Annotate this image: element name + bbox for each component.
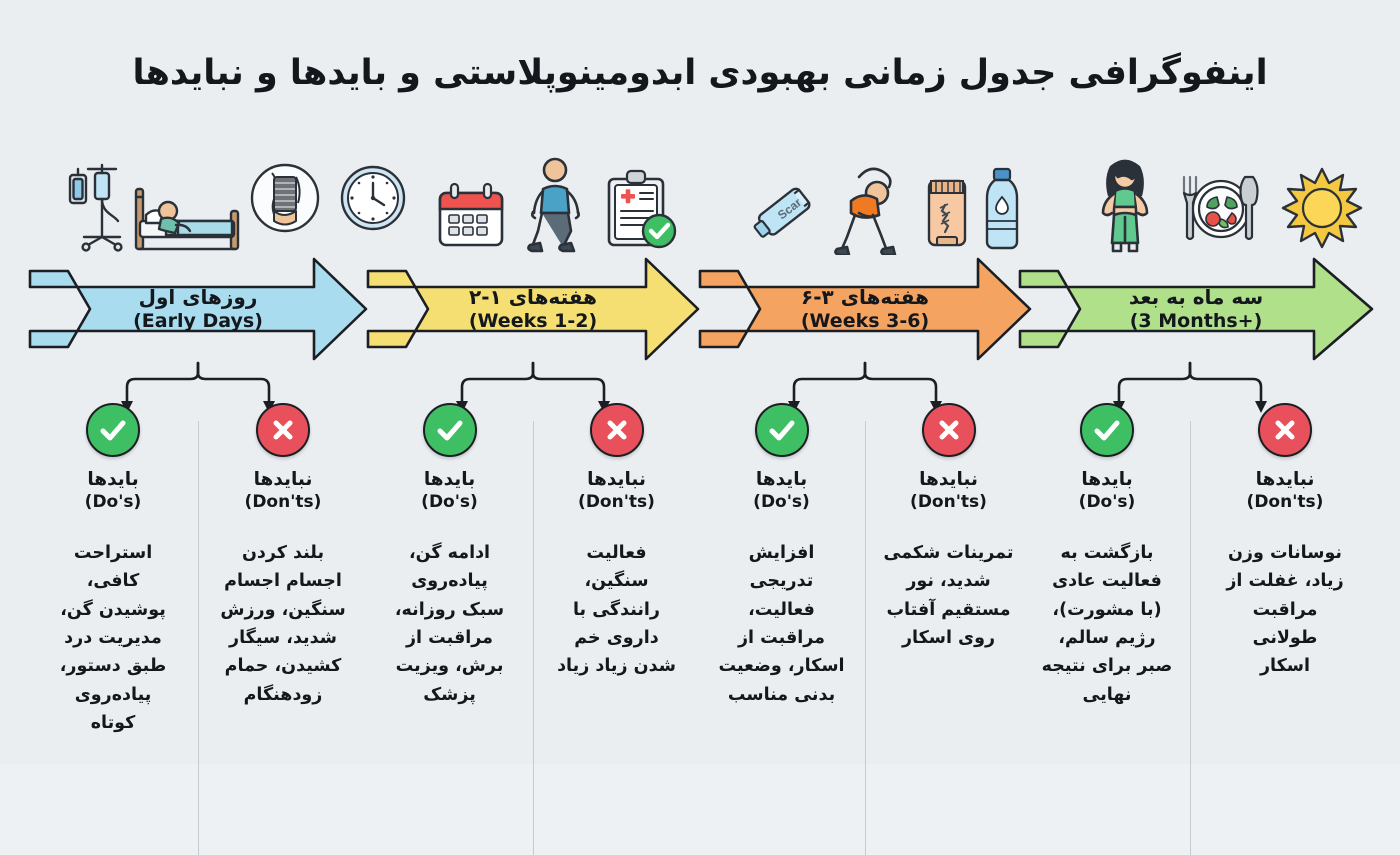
iv-drip-icon — [68, 163, 123, 252]
stage-arrow-weeks-1-2[interactable]: هفته‌های ۱-۲ (Weeks 1-2) — [366, 255, 700, 363]
donts-block-weeks-3-6: نبایدها (Don'ts) تمرینات شکمی شدید، نور … — [865, 403, 1032, 709]
donts-block-weeks-1-2: نبایدها (Don'ts) فعالیت سنگین، رانندگی ب… — [533, 403, 700, 709]
column-divider — [865, 421, 866, 855]
dos-block-weeks-1-2: بایدها (Do's) ادامه گن، پیاده‌روی سبک رو… — [366, 403, 533, 709]
check-badge-icon — [422, 403, 477, 457]
compression-garment-icon — [250, 163, 320, 233]
donts-block-early-days: نبایدها (Don'ts) بلند کردن اجسام اجسام س… — [198, 403, 368, 737]
stage-column-three-months-plus: سه ماه به بعد (3 Months+) — [1018, 155, 1374, 855]
column-divider — [1190, 421, 1191, 855]
do-dont-row-three-months-plus: بایدها (Do's) بازگشت به فعالیت عادی (با … — [1018, 403, 1374, 709]
dos-text-weeks-3-6: افزایش تدریجی فعالیت، مراقبت از اسکار، و… — [718, 543, 845, 705]
column-divider — [533, 421, 534, 855]
do-dont-row-weeks-3-6: بایدها (Do's) افزایش تدریجی فعالیت، مراق… — [698, 403, 1032, 709]
stage-icons-weeks-3-6: Scar — [698, 155, 1052, 255]
clock-icon — [340, 165, 406, 231]
donts-title-early-days: نبایدها (Don'ts) — [244, 469, 322, 512]
fit-woman-icon — [1101, 159, 1149, 253]
do-dont-row-early-days: بایدها (Do's) استراحت کافی، پوشیدن گن، م… — [28, 403, 368, 737]
dos-title-early-days: بایدها (Do's) — [84, 469, 142, 512]
cross-badge-icon — [256, 403, 310, 457]
stage-icons-weeks-1-2 — [366, 155, 724, 255]
donts-text-early-days: بلند کردن اجسام اجسام سنگین، ورزش شدید، … — [220, 543, 346, 705]
donts-text-weeks-1-2: فعالیت سنگین، رانندگی با داروی خم شدن زی… — [557, 543, 676, 677]
arrow-shape-weeks-1-2 — [366, 257, 700, 361]
calendar-icon — [438, 182, 504, 247]
donts-text-weeks-3-6: تمرینات شکمی شدید، نور مستقیم آفتاب روی … — [883, 543, 1014, 649]
check-badge-icon — [754, 403, 809, 457]
dos-text-three-months-plus: بازگشت به فعالیت عادی (با مشورت)، رژیم س… — [1041, 543, 1173, 705]
arrow-shape-early-days — [28, 257, 368, 361]
scar-cream-tube-icon: Scar — [753, 187, 811, 238]
infographic-canvas: اینفوگرافی جدول زمانی بهبودی ابدومینوپلا… — [28, 53, 1374, 855]
donts-title-three-months-plus: نبایدها (Don'ts) — [1246, 469, 1324, 512]
walking-person-icon — [527, 157, 580, 253]
cross-badge-icon — [589, 403, 644, 457]
arrow-shape-weeks-3-6 — [698, 257, 1032, 361]
do-dont-row-weeks-1-2: بایدها (Do's) ادامه گن، پیاده‌روی سبک رو… — [366, 403, 700, 709]
scar-gel-tube-icon — [927, 179, 967, 247]
arrow-shape-three-months-plus — [1018, 257, 1374, 361]
page-title: اینفوگرافی جدول زمانی بهبودی ابدومینوپلا… — [132, 53, 1268, 93]
cross-badge-icon — [1258, 403, 1312, 457]
dos-title-weeks-3-6: بایدها (Do's) — [753, 469, 810, 512]
stage-icons-early-days — [28, 155, 406, 255]
donts-text-three-months-plus: نوسانات وزن زیاد، غفلت از مراقبت طولانی … — [1226, 543, 1344, 677]
dos-block-weeks-3-6: بایدها (Do's) افزایش تدریجی فعالیت، مراق… — [698, 403, 865, 709]
check-badge-icon — [86, 403, 140, 457]
healthy-meal-plate-icon — [1182, 175, 1259, 241]
dos-title-three-months-plus: بایدها (Do's) — [1078, 469, 1136, 512]
water-bottle-icon — [985, 167, 1019, 250]
dos-text-weeks-1-2: ادامه گن، پیاده‌روی سبک روزانه، مراقبت ا… — [394, 543, 505, 705]
cross-badge-icon — [921, 403, 976, 457]
donts-title-weeks-3-6: نبایدها (Don'ts) — [910, 469, 987, 512]
stage-arrow-three-months-plus[interactable]: سه ماه به بعد (3 Months+) — [1018, 255, 1374, 363]
column-divider — [198, 421, 199, 855]
stage-column-weeks-3-6: Scar — [698, 155, 1032, 855]
stage-arrow-weeks-3-6[interactable]: هفته‌های ۳-۶ (Weeks 3-6) — [698, 255, 1032, 363]
medical-clipboard-check-icon — [607, 169, 677, 249]
dos-title-weeks-1-2: بایدها (Do's) — [421, 469, 478, 512]
donts-block-three-months-plus: نبایدها (Don'ts) نوسانات وزن زیاد، غفلت … — [1196, 403, 1374, 709]
stage-icons-three-months-plus — [1018, 155, 1400, 255]
dos-text-early-days: استراحت کافی، پوشیدن گن، مدیریت درد طبق … — [59, 543, 167, 734]
stage-column-early-days: روزهای اول (Early Days) — [28, 155, 406, 855]
stretching-person-icon — [834, 167, 897, 255]
stage-arrow-early-days[interactable]: روزهای اول (Early Days) — [28, 255, 368, 363]
dos-block-three-months-plus: بایدها (Do's) بازگشت به فعالیت عادی (با … — [1018, 403, 1196, 709]
stage-column-weeks-1-2: هفته‌های ۱-۲ (Weeks 1-2) — [366, 155, 700, 855]
timeline-stage: روزهای اول (Early Days) — [28, 155, 1374, 855]
sun-icon — [1281, 167, 1363, 249]
donts-title-weeks-1-2: نبایدها (Don'ts) — [578, 469, 655, 512]
dos-block-early-days: بایدها (Do's) استراحت کافی، پوشیدن گن، م… — [28, 403, 198, 737]
patient-in-bed-icon — [134, 187, 240, 251]
check-badge-icon — [1080, 403, 1134, 457]
